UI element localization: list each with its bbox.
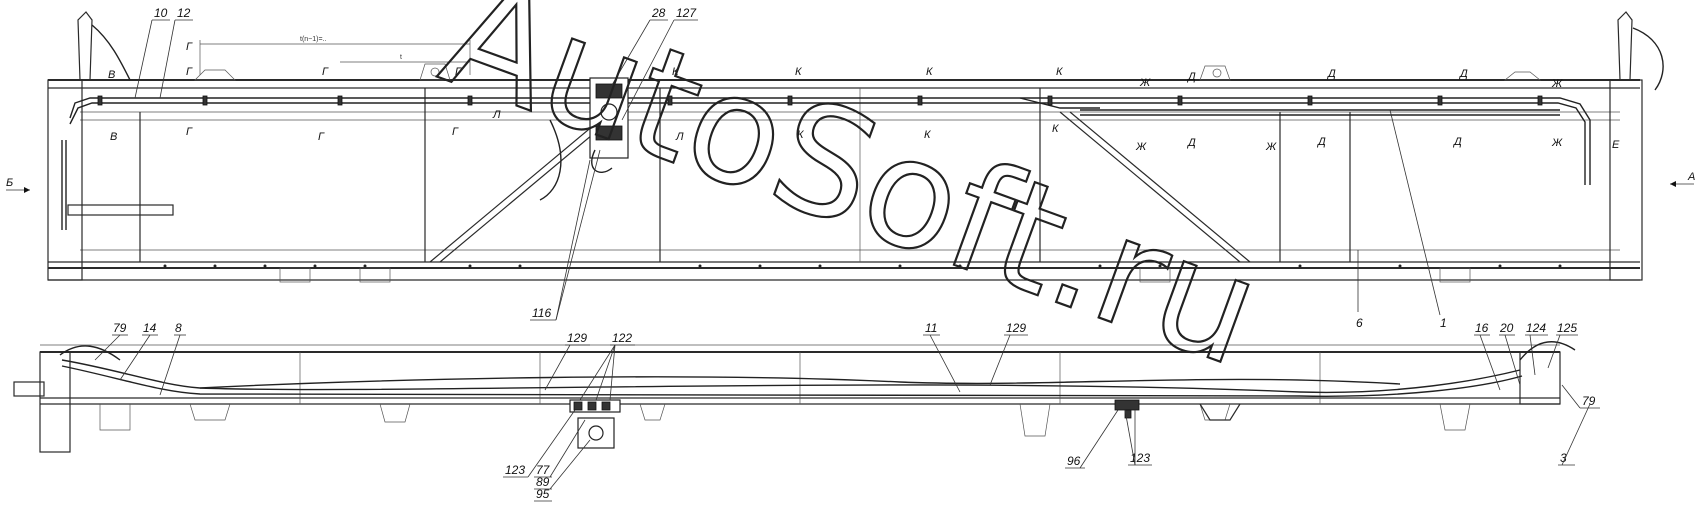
- mark-e: Е: [1612, 139, 1620, 151]
- section-mark-g6: Г: [452, 126, 459, 138]
- valve-block-top: [589, 77, 629, 173]
- part-label-116: 116: [532, 306, 551, 320]
- part-label-124: 124: [1526, 321, 1546, 335]
- mark-v-top: В: [108, 69, 115, 81]
- bottom-part-labels: 79 14 8 129 122 11 129 16 20 124 125 79 …: [94, 321, 1600, 502]
- hydraulic-lines-top: [61, 97, 1591, 230]
- view-label-b: Б: [6, 177, 13, 189]
- section-mark-k5: К: [797, 129, 804, 141]
- section-mark-g1: Г: [186, 41, 193, 53]
- part-label-14: 14: [143, 321, 157, 335]
- view-label-a: А: [1687, 171, 1695, 183]
- part-label-10: 10: [154, 6, 168, 20]
- part-label-3: 3: [1560, 451, 1567, 465]
- part-label-96: 96: [1067, 454, 1081, 468]
- part-label-79-right: 79: [1582, 394, 1596, 408]
- watermark: AutoSoft.ru: [423, 0, 1280, 400]
- section-mark-k4: К: [1056, 66, 1063, 78]
- part-label-125: 125: [1557, 321, 1577, 335]
- hydraulic-lines-bottom: [59, 341, 1576, 397]
- part-label-79-left: 79: [113, 321, 127, 335]
- section-mark-zh3: Ж: [1135, 141, 1147, 153]
- section-mark-k1: К: [672, 66, 679, 78]
- dimension-overall: t(n−1)=..: [300, 36, 327, 43]
- section-marks-bottom: В Г Г Г К К К Ж Д Ж Д Д Ж: [110, 123, 1563, 153]
- section-mark-k2: К: [795, 66, 802, 78]
- part-label-77: 77: [536, 463, 551, 477]
- part-label-20: 20: [1499, 321, 1514, 335]
- section-mark-g5: Г: [318, 131, 325, 143]
- section-mark-g4: Г: [186, 126, 193, 138]
- section-mark-k7: К: [1052, 123, 1059, 135]
- part-label-122: 122: [612, 331, 632, 345]
- part-label-8: 8: [175, 321, 182, 335]
- section-mark-d3: Д: [1458, 68, 1468, 80]
- section-mark-d2: Д: [1326, 68, 1336, 80]
- section-mark-zh1: Ж: [1139, 77, 1151, 89]
- part-label-127: 127: [676, 6, 697, 20]
- section-mark-d1: Д: [1186, 71, 1196, 83]
- dimension-pitch: t: [400, 54, 402, 61]
- part-label-16: 16: [1475, 321, 1489, 335]
- mark-l1: Л: [492, 109, 501, 121]
- section-mark-k6: К: [924, 129, 931, 141]
- part-label-1: 1: [1440, 316, 1447, 330]
- section-marks-top: Г Г Г К К К К Ж Д Д Д Ж: [186, 41, 1563, 90]
- part-label-89: 89: [536, 475, 550, 489]
- section-mark-g3: Г: [455, 66, 462, 78]
- section-mark-g2: Г: [322, 66, 329, 78]
- bolt-row: [163, 264, 1562, 268]
- valve-block-bottom: [569, 399, 1140, 449]
- part-label-123-left: 123: [505, 463, 525, 477]
- part-label-28: 28: [651, 6, 666, 20]
- section-mark-zh4: Ж: [1265, 141, 1277, 153]
- view-arrows: Б А Е: [6, 139, 1695, 193]
- section-mark-d6: Д: [1452, 136, 1462, 148]
- top-view-frame: [47, 11, 1664, 283]
- section-mark-zh5: Ж: [1551, 137, 1563, 149]
- left-marks: В Г Л Л: [108, 66, 684, 143]
- top-part-labels: 10 12 28 127 116 6 1: [134, 6, 1447, 330]
- dimension-lines: t(n−1)=.. t: [199, 36, 471, 75]
- section-mark-d4: Д: [1186, 137, 1196, 149]
- part-label-129-left: 129: [567, 331, 587, 345]
- part-label-11: 11: [925, 321, 937, 335]
- section-mark-k3: К: [926, 66, 933, 78]
- section-mark-v: В: [110, 131, 117, 143]
- bottom-view-frame: [13, 344, 1561, 453]
- clamp-row: [97, 95, 1543, 106]
- section-mark-zh2: Ж: [1551, 78, 1563, 90]
- part-label-95: 95: [536, 487, 550, 501]
- mark-g-left: Г: [186, 66, 193, 78]
- section-mark-d5: Д: [1316, 136, 1326, 148]
- part-label-129-right: 129: [1006, 321, 1026, 335]
- mark-l2: Л: [675, 131, 684, 143]
- part-label-6: 6: [1356, 316, 1363, 330]
- part-label-12: 12: [177, 6, 191, 20]
